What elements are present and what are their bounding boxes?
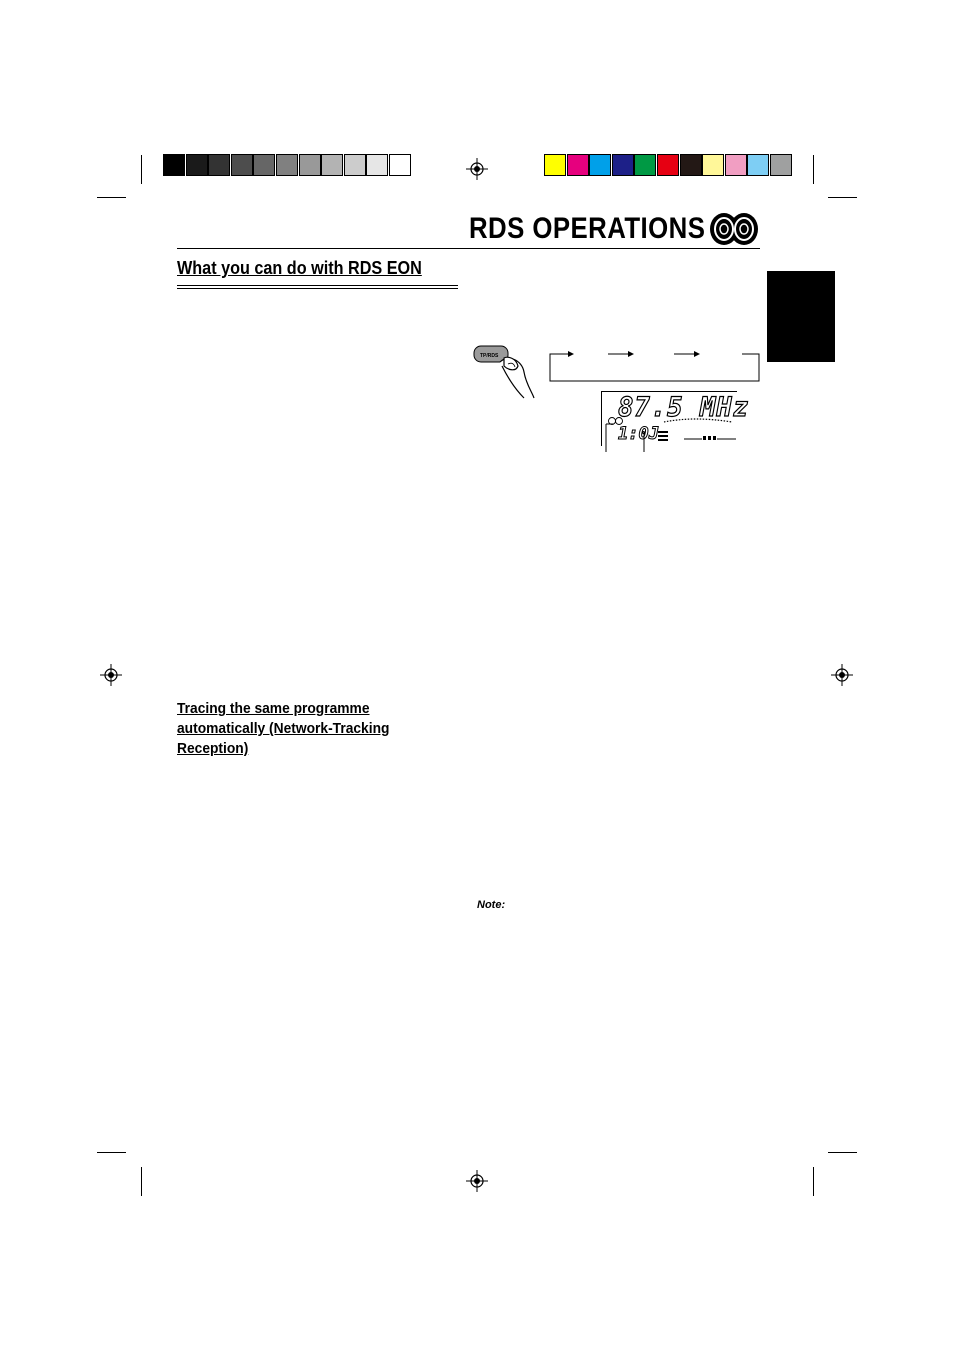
lcd-indicators <box>605 417 736 452</box>
gray-swatch <box>208 154 231 176</box>
color-swatch <box>544 154 566 176</box>
crop-mark <box>828 197 857 198</box>
color-swatch <box>702 154 725 176</box>
crop-mark <box>813 155 814 184</box>
crop-mark <box>97 1152 126 1153</box>
subsection-heading: Tracing the same programme automatically… <box>177 700 390 757</box>
color-swatch <box>589 154 612 176</box>
gray-swatch <box>321 154 344 176</box>
gray-swatch <box>253 154 276 176</box>
color-swatch <box>770 154 792 176</box>
tp-rds-button-label: TP/RDS <box>480 353 499 359</box>
lcd-sub-display: 1:0J <box>618 424 660 445</box>
lcd-frequency: 87.5 MHz <box>617 391 750 423</box>
crop-mark <box>828 1152 857 1153</box>
gray-swatch <box>185 154 208 176</box>
registration-mark-icon <box>100 664 122 686</box>
crop-mark <box>141 1167 142 1196</box>
tp-rds-button-illustration: TP/RDS <box>473 345 535 399</box>
section-heading-rule <box>177 285 458 286</box>
registration-mark-icon <box>831 664 853 686</box>
gray-swatch <box>276 154 298 176</box>
gray-swatch <box>366 154 389 176</box>
crop-mark <box>813 1167 814 1196</box>
color-swatch <box>747 154 770 176</box>
color-swatch <box>724 154 747 176</box>
color-swatch <box>679 154 702 176</box>
section-tab <box>767 271 835 362</box>
color-swatch <box>657 154 679 176</box>
color-swatch <box>611 154 634 176</box>
gray-swatch <box>163 154 185 176</box>
gray-swatch <box>343 154 366 176</box>
gray-swatch <box>389 154 411 176</box>
note-label: Note: <box>477 899 506 911</box>
section-heading: What you can do with RDS EON <box>177 258 422 278</box>
rds-logo-icon <box>710 213 758 245</box>
page-title: RDS OPERATIONS <box>469 212 706 245</box>
color-swatch <box>634 154 657 176</box>
registration-mark-icon <box>466 1170 488 1192</box>
crop-mark <box>141 155 142 184</box>
lcd-display-frame <box>601 391 737 446</box>
header-rule <box>177 248 760 249</box>
registration-mark-icon <box>466 158 488 180</box>
mode-cycle-diagram <box>549 351 760 382</box>
gray-swatch <box>230 154 253 176</box>
crop-mark <box>97 197 126 198</box>
section-heading-rule <box>177 288 458 289</box>
color-swatch <box>566 154 589 176</box>
gray-swatch <box>298 154 321 176</box>
